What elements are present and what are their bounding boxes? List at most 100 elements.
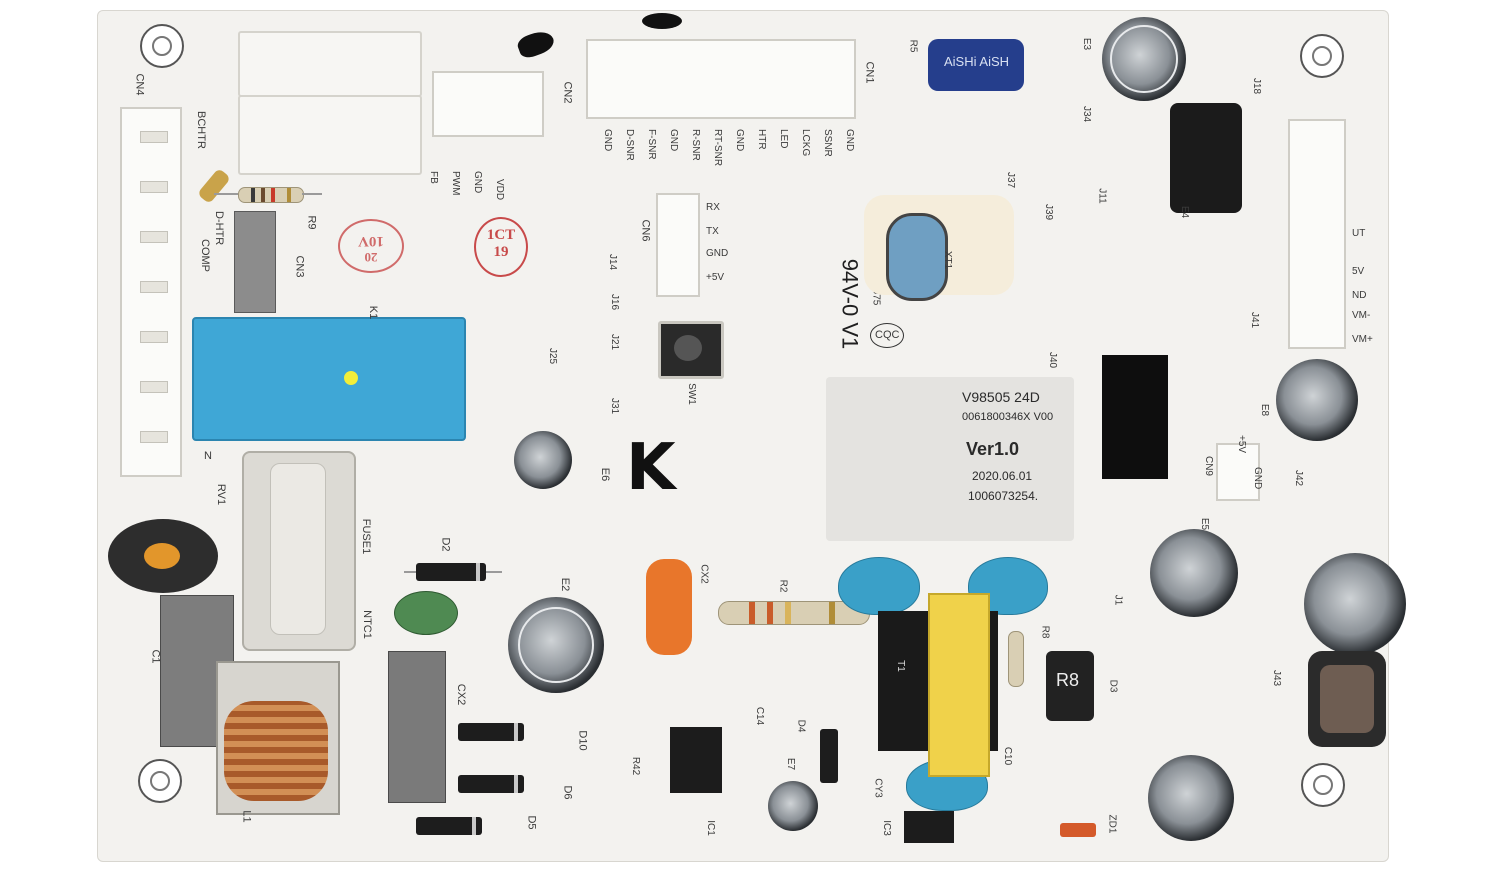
fuse-label: FUSE1: [360, 518, 373, 555]
xt1-label: XT1: [942, 250, 954, 270]
cn1-label: CN1: [863, 61, 876, 84]
sticker-code: 0061800346X V00: [962, 411, 1054, 423]
capacitor-e4: [1170, 103, 1242, 213]
qc-stamp-bottom: 19: [493, 244, 509, 260]
cn4-pin: [140, 281, 168, 293]
cn1-pin: LED: [778, 129, 789, 149]
indicator-center: [144, 543, 180, 569]
mounting-hole-top-right: [1300, 34, 1344, 78]
mounting-hole-bottom-left: [138, 759, 182, 803]
cn9-pin-5v: +5V: [1236, 435, 1247, 454]
pcb-board: CN4 BCHTR D-HTR COMP N R9 CN3 K1 RV1 FUS…: [97, 10, 1406, 862]
label-d-htr: D-HTR: [213, 211, 225, 246]
cn1-pin: GND: [602, 129, 613, 152]
qc-stamp: 1CT 19: [474, 217, 528, 277]
cn1-pin: LCKG: [800, 129, 811, 157]
cn6-pin-tx: TX: [706, 226, 719, 237]
cn1-pin: D-SNR: [624, 129, 635, 161]
transformer-t1-core: [928, 593, 990, 777]
capacitor-blue-aishi: [928, 39, 1024, 91]
capacitor-bottom-right: [1148, 755, 1234, 841]
j42-label: J42: [1293, 469, 1305, 487]
r8-label: R8: [1039, 625, 1051, 639]
marker-blob-1: [515, 27, 557, 61]
ntc1-label: NTC1: [360, 610, 373, 639]
cn2-pin-fb: FB: [428, 171, 439, 184]
cn4-pin: [140, 231, 168, 243]
j34-label: J34: [1081, 105, 1093, 123]
sticker-part: V98505 24D: [962, 389, 1040, 405]
diode-d3: [1046, 651, 1094, 721]
e7-label: E7: [785, 757, 797, 771]
cn4-pin: [140, 431, 168, 443]
connector-cn1: [586, 39, 856, 119]
d2-lead: [486, 571, 502, 573]
cn4-label: CN4: [133, 73, 146, 96]
mounting-hole-top-left: [140, 24, 184, 68]
sw1-label: SW1: [685, 383, 697, 405]
component-cn3: [234, 211, 276, 313]
connector-cn2: [432, 71, 544, 137]
cn6-label: CN6: [639, 219, 652, 242]
r42-label: R42: [630, 756, 642, 776]
d10-label: D10: [576, 730, 589, 751]
label-n: N: [204, 450, 212, 462]
cn4-pin: [140, 381, 168, 393]
date-stamp: 20 10V: [338, 219, 404, 273]
diode-d4: [820, 729, 838, 783]
relay-k1-dot: [344, 371, 358, 385]
capacitor-e3-top: [1110, 25, 1178, 93]
r9-lead: [302, 193, 322, 195]
tact-switch-button[interactable]: [674, 335, 702, 361]
j43-label: J43: [1271, 669, 1283, 687]
cn2-pin-gnd: GND: [472, 171, 483, 194]
cn1-pin: HTR: [756, 129, 767, 150]
right-pin-nd: ND: [1352, 290, 1367, 301]
marker-blob-2: [642, 13, 682, 29]
mcu-chip-black: [1102, 355, 1168, 479]
j21-label: J21: [609, 333, 621, 351]
cn2-pin-vdd: VDD: [494, 179, 505, 201]
relay-white-top: [238, 31, 422, 97]
cn1-pin: F-SNR: [646, 129, 657, 160]
j25-label: J25: [547, 347, 559, 365]
capacitor-e8: [1276, 359, 1358, 441]
c1-label: C1: [149, 649, 162, 664]
cn1-pin: GND: [734, 129, 745, 152]
j16-label: J16: [609, 293, 621, 311]
cn4-pin: [140, 331, 168, 343]
e6-label: E6: [599, 467, 612, 482]
qc-stamp-top: 1CT: [486, 227, 516, 243]
diode-d6: [458, 775, 524, 793]
crystal-xt1: [886, 213, 948, 301]
right-pin-ut: UT: [1352, 228, 1366, 239]
cn9-pin-gnd: GND: [1252, 467, 1263, 490]
mounting-hole-bottom-right: [1301, 763, 1345, 807]
cn4-pin: [140, 181, 168, 193]
diode-d10: [458, 723, 524, 741]
r9-lead: [214, 193, 238, 195]
zener-zd1: [1060, 823, 1096, 837]
resistor-r9: [238, 187, 304, 203]
l1-label: L1: [240, 810, 253, 823]
ic3-chip: [904, 811, 954, 843]
j14-label: J14: [607, 253, 619, 271]
e8-label: E8: [1259, 403, 1271, 417]
ic1-label: IC1: [704, 820, 716, 836]
j41-label: J41: [1249, 311, 1261, 329]
handwritten-k: K: [626, 431, 676, 505]
capacitor-large-right: [1304, 553, 1406, 655]
inductor-right-core: [1320, 665, 1374, 733]
rv1-label: RV1: [215, 483, 228, 506]
connector-cn6: [656, 193, 700, 297]
date-stamp-bottom: 10V: [358, 233, 384, 249]
product-sticker: [826, 377, 1074, 541]
t1-label: T1: [894, 660, 906, 672]
sticker-serial: 1006073254.: [968, 489, 1039, 503]
right-pin-vm-minus: VM-: [1352, 310, 1371, 321]
choke-l1-coil: [224, 701, 328, 801]
thermistor-ntc1: [394, 591, 458, 635]
diode-mark: R8: [1056, 670, 1080, 690]
cn9-label: CN9: [1203, 455, 1215, 477]
capacitor-cx2: [388, 651, 446, 803]
